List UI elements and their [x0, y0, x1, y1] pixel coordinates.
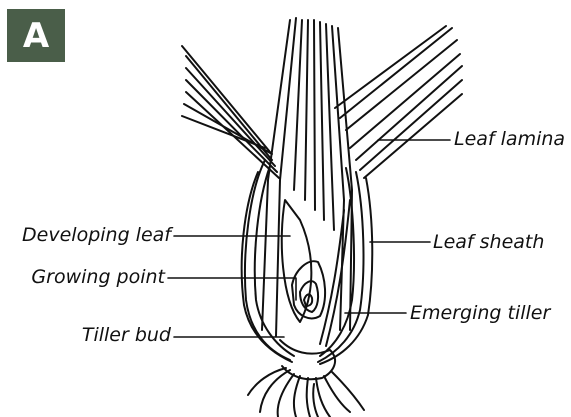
growing-point — [292, 261, 325, 318]
label-emerging-tiller: Emerging tiller — [410, 304, 550, 323]
label-growing-point: Growing point — [31, 268, 165, 287]
right-leaf-lamina — [335, 26, 462, 178]
left-leaf-lamina — [182, 46, 279, 178]
label-leaf-sheath: Leaf sheath — [433, 233, 544, 252]
emerging-tiller — [326, 200, 350, 346]
label-developing-leaf: Developing leaf — [22, 226, 171, 245]
developing-leaf — [282, 200, 312, 322]
label-tiller-bud: Tiller bud — [82, 326, 171, 345]
label-leaf-lamina: Leaf lamina — [454, 130, 565, 149]
leader-lines — [168, 140, 450, 337]
roots — [248, 368, 364, 417]
